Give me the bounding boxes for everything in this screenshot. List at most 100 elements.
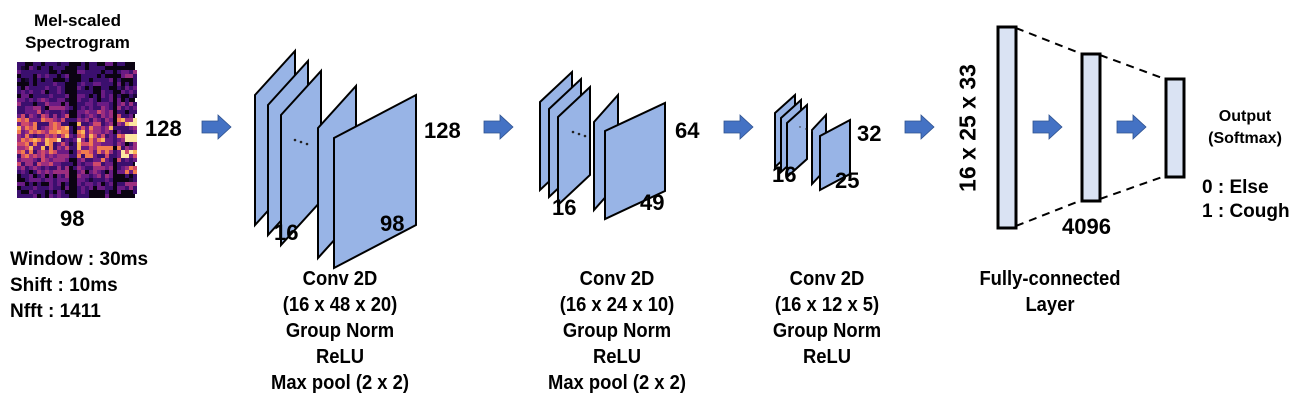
spectrogram-pixel xyxy=(81,182,85,186)
spectrogram-pixel xyxy=(129,114,133,118)
spectrogram-pixel xyxy=(125,90,129,94)
spectrogram-pixel xyxy=(69,106,73,110)
spectrogram-pixel xyxy=(21,102,25,106)
flow-arrow-icon xyxy=(904,114,935,140)
spectrogram-pixel xyxy=(17,170,21,174)
spectrogram-pixel xyxy=(125,114,129,118)
spectrogram-pixel xyxy=(85,102,89,106)
spectrogram-pixel xyxy=(97,130,101,134)
spectrogram-pixel xyxy=(77,118,81,122)
spectrogram-pixel xyxy=(133,158,137,162)
spectrogram-pixel xyxy=(49,114,53,118)
spectrogram-pixel xyxy=(101,122,105,126)
spectrogram-pixel xyxy=(41,110,45,114)
spectrogram-pixel xyxy=(105,166,109,170)
spectrogram-pixel xyxy=(117,122,121,126)
spectrogram-pixel xyxy=(49,130,53,134)
spectrogram-pixel xyxy=(109,126,113,130)
spectrogram-pixel xyxy=(89,98,93,102)
spectrogram-pixel xyxy=(89,106,93,110)
spectrogram-pixel xyxy=(85,94,89,98)
spectrogram-pixel xyxy=(101,146,105,150)
spectrogram-pixel xyxy=(117,186,121,190)
spectrogram-pixel xyxy=(21,186,25,190)
spectrogram-pixel xyxy=(41,142,45,146)
spectrogram-pixel xyxy=(97,142,101,146)
spectrogram-pixel xyxy=(101,162,105,166)
spectrogram-pixel xyxy=(109,174,113,178)
spectrogram-pixel xyxy=(73,142,77,146)
spectrogram-pixel xyxy=(125,82,129,86)
spectrogram-pixel xyxy=(33,130,37,134)
spectrogram-pixel xyxy=(45,146,49,150)
spectrogram-pixel xyxy=(81,102,85,106)
spectrogram-pixel xyxy=(17,130,21,134)
spectrogram-pixel xyxy=(77,106,81,110)
spectrogram-pixel xyxy=(101,106,105,110)
spectrogram-pixel xyxy=(45,102,49,106)
spectrogram-pixel xyxy=(77,66,81,70)
spectrogram-pixel xyxy=(109,138,113,142)
spectrogram-pixel xyxy=(45,150,49,154)
spectrogram-pixel xyxy=(61,138,65,142)
param-nfft: Nfft : 1411 xyxy=(10,301,101,322)
spectrogram-pixel xyxy=(81,90,85,94)
spectrogram-pixel xyxy=(29,66,33,70)
spectrogram-pixel xyxy=(117,110,121,114)
spectrogram-pixel xyxy=(33,150,37,154)
conv1-caption-line: (16 x 48 x 20) xyxy=(282,294,398,316)
spectrogram-pixel xyxy=(117,154,121,158)
spectrogram-pixel xyxy=(121,162,125,166)
spectrogram-pixel xyxy=(81,178,85,182)
spectrogram-pixel xyxy=(37,62,41,66)
spectrogram-pixel xyxy=(109,110,113,114)
spectrogram-pixel xyxy=(29,158,33,162)
spectrogram-pixel xyxy=(81,126,85,130)
spectrogram-pixel xyxy=(89,142,93,146)
spectrogram-pixel xyxy=(57,62,61,66)
spectrogram-pixel xyxy=(97,78,101,82)
spectrogram-pixel xyxy=(85,134,89,138)
spectrogram-pixel xyxy=(117,82,121,86)
spectrogram-pixel xyxy=(61,86,65,90)
spectrogram-pixel xyxy=(113,154,117,158)
spectrogram-pixel xyxy=(29,186,33,190)
spectrogram-pixel xyxy=(101,138,105,142)
spectrogram-pixel xyxy=(125,86,129,90)
spectrogram-pixel xyxy=(125,98,129,102)
spectrogram-pixel xyxy=(85,98,89,102)
spectrogram-pixel xyxy=(81,154,85,158)
spectrogram-pixel xyxy=(25,170,29,174)
spectrogram-pixel xyxy=(21,98,25,102)
spectrogram-pixel xyxy=(85,74,89,78)
spectrogram-pixel xyxy=(45,74,49,78)
spectrogram-pixel xyxy=(77,162,81,166)
spectrogram-pixel xyxy=(125,74,129,78)
flow-arrow-icon xyxy=(201,114,232,140)
spectrogram-pixel xyxy=(89,138,93,142)
spectrogram-pixel xyxy=(49,194,53,198)
spectrogram-pixel xyxy=(97,106,101,110)
spectrogram-pixel xyxy=(77,82,81,86)
spectrogram-pixel xyxy=(81,110,85,114)
spectrogram-pixel xyxy=(101,158,105,162)
spectrogram-pixel xyxy=(37,106,41,110)
spectrogram-pixel xyxy=(125,174,129,178)
spectrogram-pixel xyxy=(77,186,81,190)
spectrogram-pixel xyxy=(93,62,97,66)
spectrogram-pixel xyxy=(129,178,133,182)
spectrogram-pixel xyxy=(61,66,65,70)
spectrogram-pixel xyxy=(125,162,129,166)
spectrogram-pixel xyxy=(117,190,121,194)
spectrogram-pixel xyxy=(57,150,61,154)
spectrogram-pixel xyxy=(25,142,29,146)
spectrogram-pixel xyxy=(101,154,105,158)
spectrogram-pixel xyxy=(93,142,97,146)
spectrogram-pixel xyxy=(49,138,53,142)
spectrogram-pixel xyxy=(29,134,33,138)
spectrogram-pixel xyxy=(69,154,73,158)
spectrogram-pixel xyxy=(73,134,77,138)
spectrogram-pixel xyxy=(41,154,45,158)
spectrogram-pixel xyxy=(49,98,53,102)
spectrogram-pixel xyxy=(41,194,45,198)
